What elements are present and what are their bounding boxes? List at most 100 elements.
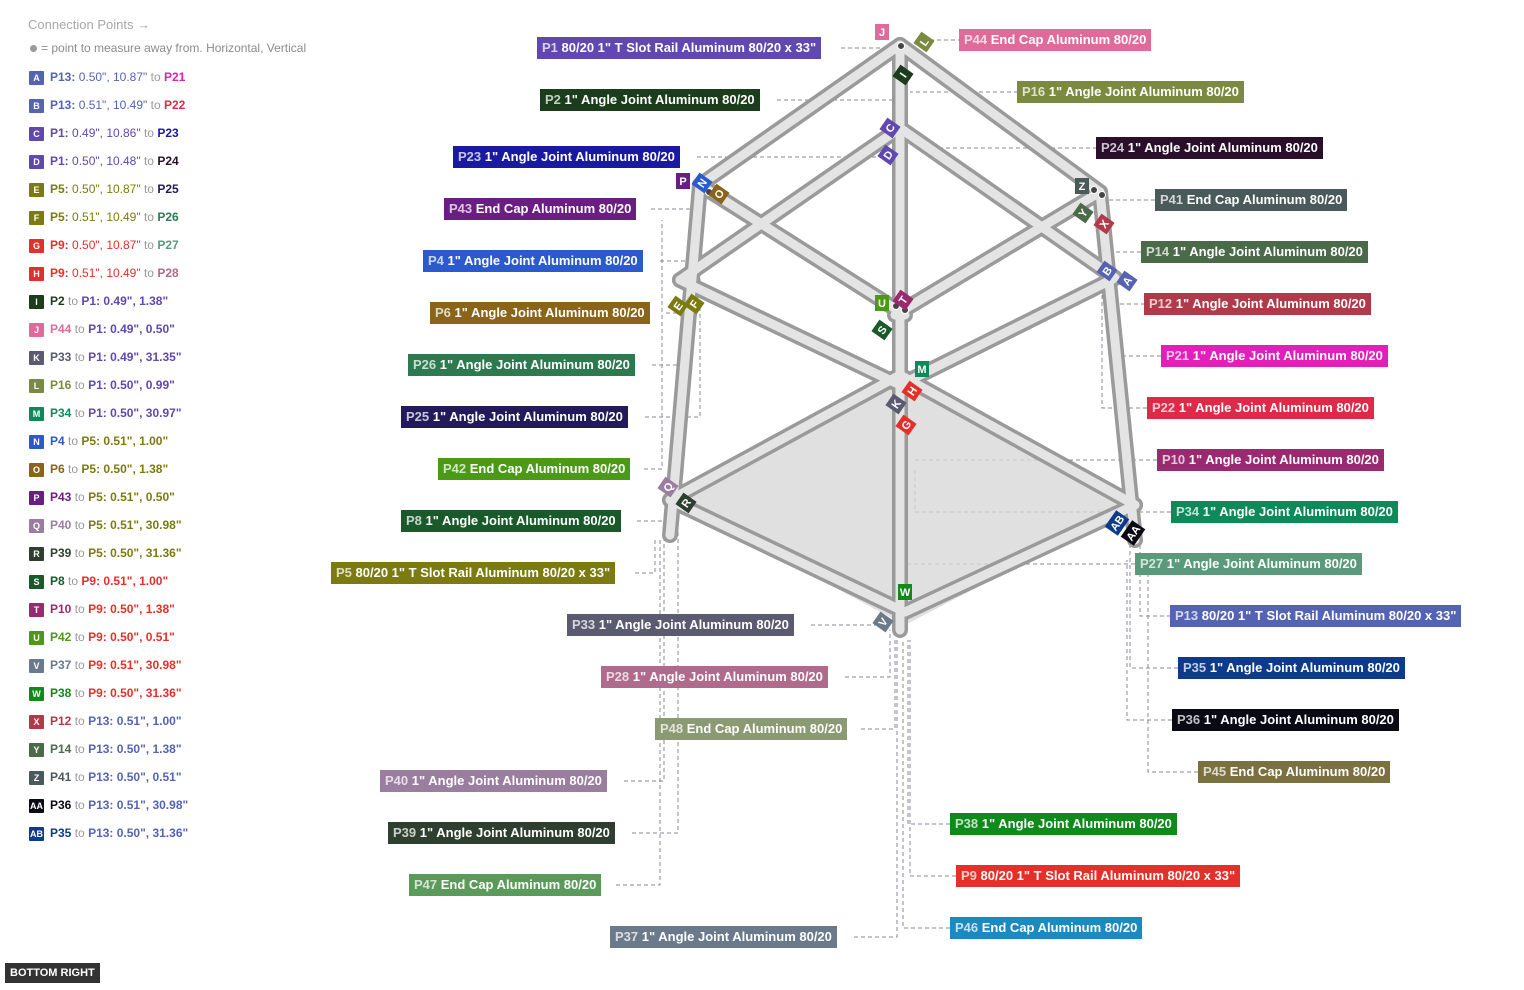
marker-box [708,183,730,205]
part-label-p39[interactable]: P39 1" Angle Joint Aluminum 80/20 [388,822,615,844]
connection-badge: O [29,462,44,477]
connection-to: to [74,546,85,560]
part-label-p26[interactable]: P26 1" Angle Joint Aluminum 80/20 [408,354,635,376]
part-label-p6[interactable]: P6 1" Angle Joint Aluminum 80/20 [430,302,650,324]
part-label-p16[interactable]: P16 1" Angle Joint Aluminum 80/20 [1017,81,1244,103]
part-label-p44[interactable]: P44 End Cap Aluminum 80/20 [959,29,1152,51]
part-label-p42[interactable]: P42 End Cap Aluminum 80/20 [438,458,631,480]
marker-box [667,295,689,317]
marker-box [1072,202,1094,224]
view-label[interactable]: BOTTOM RIGHT [5,963,100,983]
part-name: 1" Angle Joint Aluminum 80/20 [641,929,832,944]
part-id: P45 [1203,764,1227,779]
part-label-p33[interactable]: P33 1" Angle Joint Aluminum 80/20 [567,614,794,636]
part-label-p35[interactable]: P35 1" Angle Joint Aluminum 80/20 [1178,657,1405,679]
part-label-p41[interactable]: P41 End Cap Aluminum 80/20 [1155,189,1348,211]
part-name: 1" Angle Joint Aluminum 80/20 [1188,452,1379,467]
part-label-p34[interactable]: P34 1" Angle Joint Aluminum 80/20 [1171,501,1398,523]
part-label-p47[interactable]: P47 End Cap Aluminum 80/20 [409,874,602,896]
marker-box [657,476,679,498]
part-label-p9[interactable]: P9 80/20 1" T Slot Rail Aluminum 80/20 x… [956,865,1241,887]
part-label-p37[interactable]: P37 1" Angle Joint Aluminum 80/20 [610,926,837,948]
part-name: 1" Angle Joint Aluminum 80/20 [432,409,623,424]
part-id: P46 [955,920,979,935]
marker-aa: AA [1120,520,1146,546]
part-label-p25[interactable]: P25 1" Angle Joint Aluminum 80/20 [401,406,628,428]
marker-j: J [875,24,889,40]
part-label-p45[interactable]: P45 End Cap Aluminum 80/20 [1198,761,1391,783]
part-label-p21[interactable]: P21 1" Angle Joint Aluminum 80/20 [1161,345,1388,367]
part-name: End Cap Aluminum 80/20 [981,920,1138,935]
part-label-p13[interactable]: P13 80/20 1" T Slot Rail Aluminum 80/20 … [1170,605,1462,627]
connection-badge: S [29,574,44,589]
marker-box [1093,213,1115,235]
part-label-p24[interactable]: P24 1" Angle Joint Aluminum 80/20 [1096,137,1323,159]
legend-title: Connection Points → [28,17,151,32]
part-id: P48 [660,721,684,736]
part-label-p28[interactable]: P28 1" Angle Joint Aluminum 80/20 [601,666,828,688]
connection-target: P9: 0.50", 1.38" [88,602,175,616]
part-name: End Cap Aluminum 80/20 [469,461,626,476]
part-label-p12[interactable]: P12 1" Angle Joint Aluminum 80/20 [1144,293,1371,315]
connection-from: P42 [50,630,72,644]
part-label-p36[interactable]: P36 1" Angle Joint Aluminum 80/20 [1172,709,1399,731]
connection-badge: R [29,546,44,561]
part-label-p38[interactable]: P38 1" Angle Joint Aluminum 80/20 [950,813,1177,835]
part-label-p5[interactable]: P5 80/20 1" T Slot Rail Aluminum 80/20 x… [331,562,616,584]
marker-letter: J [879,27,885,39]
part-label-p14[interactable]: P14 1" Angle Joint Aluminum 80/20 [1141,241,1368,263]
part-label-p4[interactable]: P4 1" Angle Joint Aluminum 80/20 [423,250,643,272]
part-id: P12 [1149,296,1173,311]
part-label-p46[interactable]: P46 End Cap Aluminum 80/20 [950,917,1143,939]
connection-to: to [150,98,161,112]
part-label-p40[interactable]: P40 1" Angle Joint Aluminum 80/20 [380,770,607,792]
part-label-p43[interactable]: P43 End Cap Aluminum 80/20 [444,198,637,220]
part-id: P2 [545,92,561,107]
part-label-p1[interactable]: P1 80/20 1" T Slot Rail Aluminum 80/20 x… [537,37,822,59]
part-id: P5 [336,565,352,580]
connection-to: to [74,350,85,364]
part-label-p48[interactable]: P48 End Cap Aluminum 80/20 [655,718,848,740]
part-label-p2[interactable]: P2 1" Angle Joint Aluminum 80/20 [540,89,760,111]
connection-from: P44 [50,322,72,336]
connection-target: P5: 0.51", 1.00" [81,434,169,448]
marker-k: K [885,393,907,415]
part-label-p22[interactable]: P22 1" Angle Joint Aluminum 80/20 [1147,397,1374,419]
part-label-p23[interactable]: P23 1" Angle Joint Aluminum 80/20 [453,146,680,168]
part-label-p27[interactable]: P27 1" Angle Joint Aluminum 80/20 [1135,553,1362,575]
connection-to: to [143,238,154,252]
part-id: P33 [572,617,596,632]
marker-a: A [1116,270,1138,292]
part-label-p10[interactable]: P10 1" Angle Joint Aluminum 80/20 [1157,449,1384,471]
part-label-p8[interactable]: P8 1" Angle Joint Aluminum 80/20 [401,510,621,532]
